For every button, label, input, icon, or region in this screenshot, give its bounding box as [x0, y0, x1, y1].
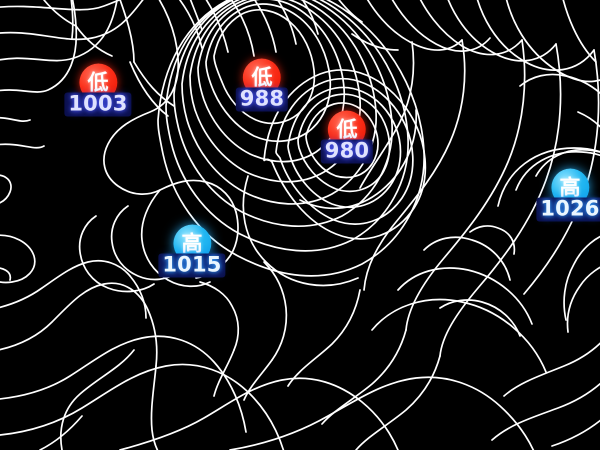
- isobar-line: [263, 261, 288, 361]
- isobar-line: [129, 275, 147, 319]
- isobar-line: [213, 349, 235, 397]
- isobar-line: [78, 215, 155, 293]
- isobar-line: [275, 77, 414, 225]
- isobar-line: [229, 376, 535, 450]
- isobar-line: [119, 377, 399, 450]
- isobar-line: [359, 41, 415, 189]
- isobar-line: [0, 282, 158, 367]
- isobar-line: [0, 0, 122, 11]
- isobar-line: [566, 266, 600, 333]
- isobar-line: [167, 279, 211, 288]
- isobar-line: [75, 25, 113, 57]
- isobar-line: [165, 0, 409, 252]
- isobar-line: [497, 147, 600, 207]
- isobar-line: [299, 109, 418, 210]
- isobar-line: [59, 349, 135, 450]
- isobar-line: [140, 189, 169, 281]
- isobar-line: [351, 33, 399, 51]
- isobar-line: [133, 61, 175, 107]
- isobar-line: [439, 43, 562, 357]
- isobar-line: [110, 205, 179, 281]
- isobar-line: [0, 0, 144, 41]
- isobar-line: [469, 225, 516, 255]
- isobar-line: [355, 355, 441, 450]
- isobar-line: [129, 61, 169, 117]
- isobar-line: [535, 148, 600, 177]
- isobar-line: [287, 289, 361, 387]
- isobar-line: [0, 267, 12, 281]
- isobar-line: [0, 143, 45, 149]
- isobar-line: [230, 0, 255, 57]
- isobar-line: [337, 0, 363, 23]
- isobar-line: [439, 299, 521, 337]
- pressure-value-label: 1015: [158, 253, 226, 278]
- isobar-line: [43, 0, 77, 27]
- isobar-line: [242, 175, 359, 287]
- pressure-value-label: 988: [235, 87, 289, 112]
- isobar-line: [0, 363, 285, 450]
- isobar-line: [515, 151, 600, 191]
- isobar-line: [39, 415, 83, 450]
- isobar-line: [150, 365, 159, 450]
- isobar-line: [287, 86, 402, 208]
- isobar-line: [189, 0, 203, 31]
- isobar-line: [503, 342, 600, 397]
- isobar-line: [476, 0, 595, 72]
- isobar-line: [391, 0, 491, 52]
- isobar-line: [405, 39, 526, 331]
- isobar-line: [0, 335, 247, 433]
- isobar-line: [577, 111, 600, 128]
- isobar-line: [253, 0, 277, 53]
- isobar-line: [366, 0, 463, 51]
- isobar-line: [103, 0, 180, 195]
- isobar-line: [157, 0, 425, 277]
- isobar-line: [276, 0, 297, 45]
- isobar-line: [181, 0, 377, 205]
- isobar-line: [563, 235, 600, 321]
- isobar-line: [0, 259, 131, 309]
- isobar-line: [199, 281, 240, 351]
- isobar-line: [371, 298, 547, 373]
- isobar-line: [0, 0, 78, 93]
- isobar-line: [551, 419, 600, 447]
- isobar-line: [519, 73, 600, 95]
- isobar-line: [119, 0, 135, 63]
- isobar-line: [505, 0, 600, 83]
- isobar-line: [321, 329, 407, 425]
- isobar-line: [243, 359, 273, 401]
- isobar-line: [263, 69, 427, 240]
- isobar-line: [297, 93, 391, 193]
- isobar-line: [419, 0, 523, 56]
- isobar-line: [562, 0, 597, 63]
- isobar-line: [0, 234, 36, 284]
- isobar-line: [491, 382, 600, 441]
- isobar-line: [159, 179, 237, 213]
- pressure-value-label: 980: [320, 139, 374, 164]
- pressure-value-label: 1003: [64, 92, 132, 117]
- pressure-value-label: 1026: [536, 197, 600, 222]
- isobar-line: [423, 236, 511, 281]
- isobar-line: [70, 0, 74, 39]
- isobar-line: [397, 267, 533, 325]
- isobar-line: [305, 102, 379, 179]
- isobar-line: [0, 174, 12, 204]
- isobar-line: [363, 39, 466, 291]
- isobar-line: [0, 116, 31, 122]
- isobar-line: [213, 9, 316, 125]
